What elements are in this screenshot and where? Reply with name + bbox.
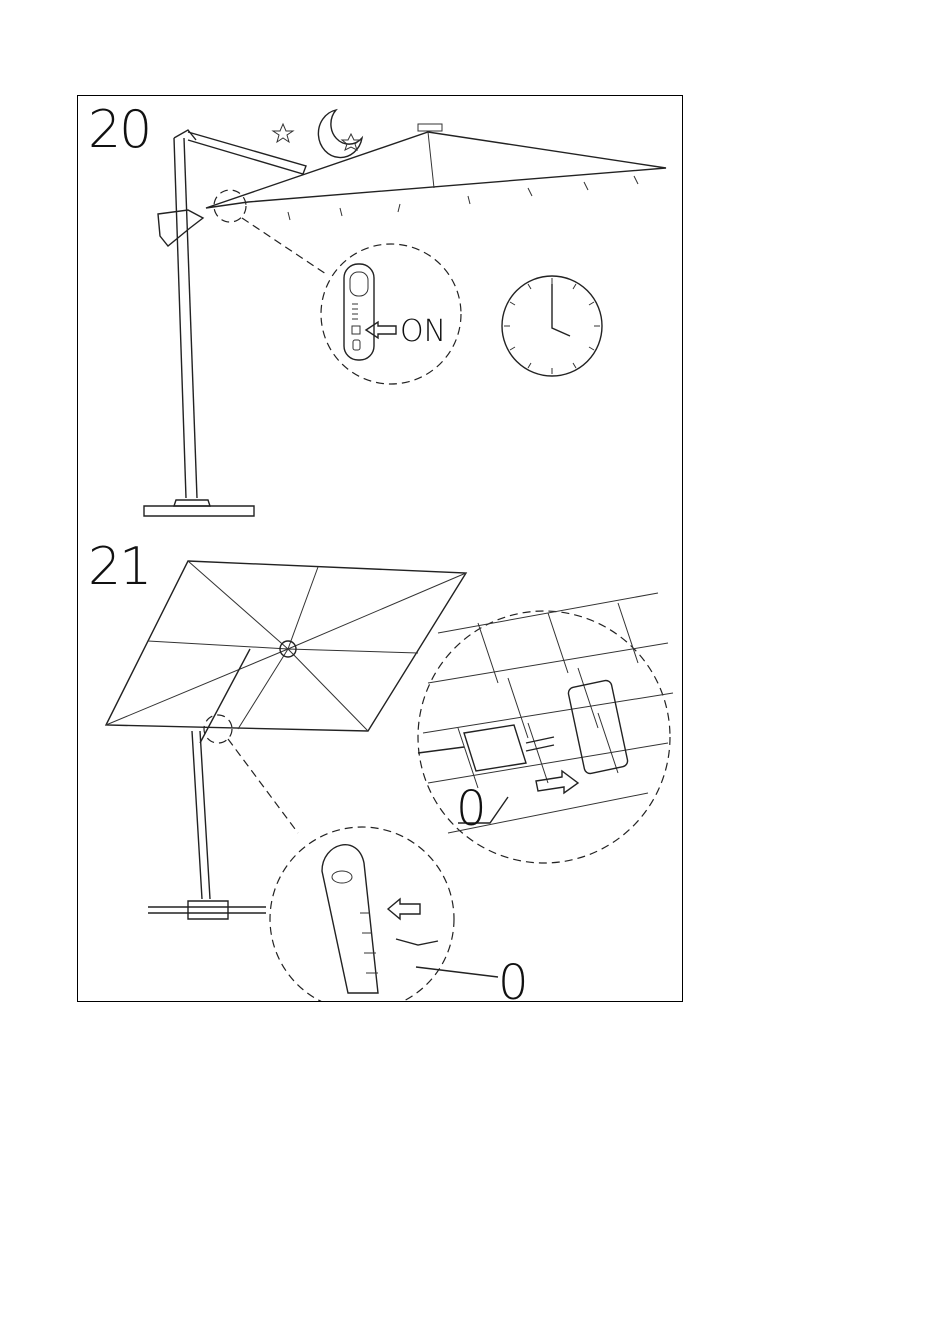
step-21-panel: 21 0 0 <box>77 533 683 1002</box>
star-icon <box>342 134 360 150</box>
umbrella-canopy <box>206 132 666 208</box>
on-label: ON <box>400 314 446 349</box>
power-button-icon <box>352 326 360 334</box>
callout-label: 0 <box>498 955 529 1001</box>
step-21-illustration: 0 0 <box>78 533 682 1001</box>
umbrella-base <box>148 901 266 919</box>
umbrella-pole <box>192 731 210 899</box>
umbrella-base <box>144 506 254 516</box>
usb-cable <box>418 747 464 753</box>
control-panel <box>344 264 374 360</box>
arrow-icon <box>366 322 396 338</box>
arrow-icon <box>536 771 578 793</box>
handle-detail <box>322 845 378 993</box>
star-icon <box>273 124 293 142</box>
usb-cable <box>396 939 438 945</box>
step-20-panel: 20 ON <box>77 95 683 535</box>
detail-zoom-circle <box>270 827 454 1001</box>
umbrella-canopy <box>106 561 466 731</box>
callout-label: 0 <box>456 781 487 837</box>
arrow-icon <box>388 899 420 919</box>
moon-icon <box>318 110 362 158</box>
usb-adapter <box>464 725 526 771</box>
step-20-illustration: ON <box>78 96 682 534</box>
crank-handle <box>158 210 203 246</box>
umbrella-pole <box>174 138 186 498</box>
